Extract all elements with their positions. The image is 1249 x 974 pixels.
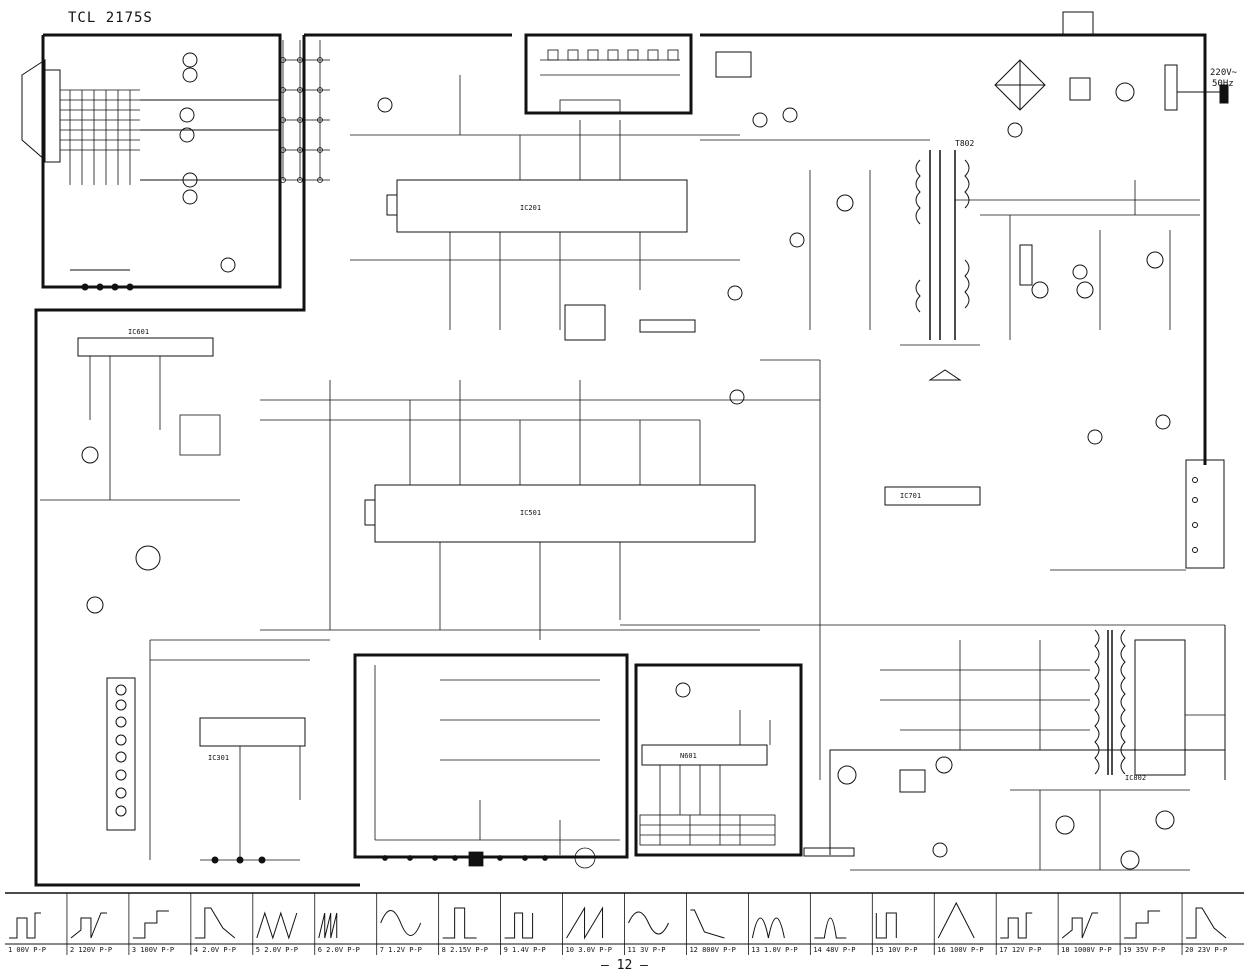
crt-socket-board — [21, 52, 280, 291]
waveform-17-label: 17 12V P-P — [999, 946, 1041, 954]
ic301-label: IC301 — [208, 754, 229, 762]
waveform-18-trace — [1061, 912, 1099, 939]
keyboard-board-outline — [524, 33, 693, 115]
signal-bus — [280, 40, 330, 183]
pip-board-internals — [639, 682, 776, 846]
waveform-12-label: 12 800V P-P — [689, 946, 735, 954]
waveform-2-label: 2 120V P-P — [70, 946, 112, 954]
main-board-right-edge — [700, 33, 1207, 465]
waveform-8-label: 8 2.15V P-P — [442, 946, 488, 954]
waveform-19-trace — [1124, 910, 1161, 939]
waveform-6-label: 6 2.0V P-P — [318, 946, 360, 954]
ic701-label: IC701 — [900, 492, 921, 500]
waveform-20-label: 20 23V P-P — [1185, 946, 1227, 954]
waveform-19-label: 19 35V P-P — [1123, 946, 1165, 954]
pip-ic-label: N601 — [680, 752, 697, 760]
ic802-label: IC802 — [1125, 774, 1146, 782]
waveform-5-label: 5 2.0V P-P — [256, 946, 298, 954]
ic601 — [40, 337, 240, 614]
waveform-10-trace — [566, 906, 604, 940]
waveform-13-label: 13 1.0V P-P — [751, 946, 797, 954]
waveform-4-trace — [194, 907, 236, 939]
mains-frequency-label: 50Hz — [1212, 79, 1234, 89]
ic601-label: IC601 — [128, 328, 149, 336]
waveform-16-label: 16 100V P-P — [937, 946, 983, 954]
page-title: TCL 2175S — [68, 10, 153, 26]
waveform-20-trace — [1186, 907, 1227, 939]
crt-board-outline — [41, 33, 282, 289]
waveform-17-trace — [1000, 912, 1033, 939]
transformer-label: T802 — [955, 139, 974, 148]
waveform-3-label: 3 100V P-P — [132, 946, 174, 954]
av-board — [106, 639, 330, 864]
board-outlines — [34, 33, 1207, 887]
waveform-16-trace — [937, 901, 975, 939]
tuner-board-outline — [353, 653, 629, 859]
schematic-labels: 220V~ 50Hz T802 IC201 IC501 IC601 N601 I… — [128, 68, 1238, 782]
waveform-7-label: 7 1.2V P-P — [380, 946, 422, 954]
waveform-3-trace — [132, 910, 169, 939]
ic501-label: IC501 — [520, 509, 541, 517]
tuner-board-internals — [374, 665, 620, 869]
ic201-label: IC201 — [520, 204, 541, 212]
waveform-2-trace — [70, 912, 107, 939]
waveform-4-label: 4 2.0V P-P — [194, 946, 236, 954]
main-board-left-edge — [34, 35, 360, 887]
waveform-12-trace — [690, 909, 725, 939]
waveform-1-label: 1 00V P-P — [8, 946, 46, 954]
waveform-15-label: 15 10V P-P — [875, 946, 917, 954]
keyboard-board — [540, 49, 680, 113]
waveform-18-label: 18 1000V P-P — [1061, 946, 1112, 954]
waveform-7-trace — [380, 910, 422, 936]
waveform-strip: 1 00V P-P 2 120V P-P 3 100V P-P 4 2.0V P-P 5… — [8, 893, 1227, 955]
waveform-6-trace — [318, 912, 338, 939]
waveform-15-trace — [875, 912, 897, 939]
waveform-13-trace — [751, 917, 785, 939]
line-output-section — [620, 459, 1226, 871]
page-number: – 12 – — [601, 958, 648, 973]
waveform-14-label: 14 48V P-P — [813, 946, 855, 954]
waveform-1-trace — [9, 912, 41, 939]
waveform-11-trace — [628, 911, 669, 935]
mains-voltage-label: 220V~ — [1210, 68, 1238, 78]
waveform-9-trace — [504, 912, 534, 939]
waveform-8-trace — [442, 907, 477, 939]
waveform-5-trace — [256, 911, 298, 940]
power-section — [700, 11, 1229, 381]
waveform-9-label: 9 1.4V P-P — [504, 946, 546, 954]
waveform-11-label: 11 3V P-P — [628, 946, 666, 954]
ic201 — [350, 51, 805, 341]
waveform-14-trace — [814, 917, 847, 939]
ic501 — [260, 359, 1171, 780]
pip-board-outline — [634, 663, 803, 857]
waveform-10-label: 10 3.0V P-P — [566, 946, 612, 954]
